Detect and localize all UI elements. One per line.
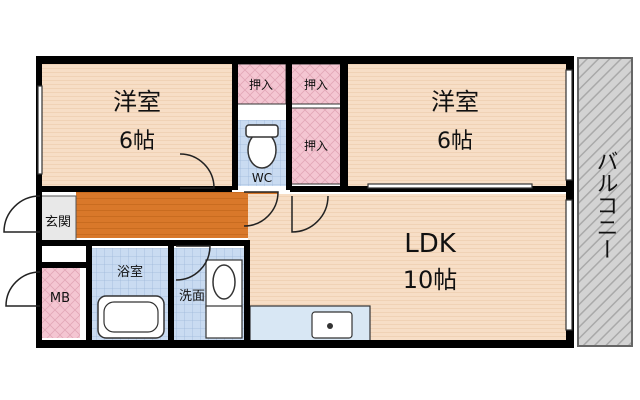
balcony-label: バルコニー bbox=[593, 150, 618, 260]
wash-room bbox=[172, 248, 246, 342]
ldk-room bbox=[248, 194, 566, 344]
entrance-label: 玄関 bbox=[45, 215, 71, 230]
meter-box-label: MB bbox=[50, 291, 70, 306]
closet-3-label: 押入 bbox=[304, 139, 328, 153]
western-room-left bbox=[40, 64, 234, 188]
doors bbox=[3, 153, 329, 307]
western-room-right-name: 洋室 bbox=[431, 88, 479, 116]
western-room-right-size: 6帖 bbox=[437, 129, 473, 154]
closet-2-label: 押入 bbox=[304, 78, 328, 92]
closet-1 bbox=[235, 63, 287, 105]
washroom-label: 洗面 bbox=[179, 289, 205, 304]
bath-room bbox=[92, 248, 168, 342]
toilet-room bbox=[238, 120, 286, 186]
bath-label: 浴室 bbox=[117, 264, 143, 280]
ldk-size: 10帖 bbox=[403, 266, 458, 294]
hallway bbox=[76, 192, 278, 238]
meter-box bbox=[40, 268, 80, 338]
toilet-label: WC bbox=[252, 171, 272, 185]
balcony bbox=[577, 57, 633, 347]
ldk-name: LDK bbox=[404, 229, 457, 259]
windows bbox=[37, 69, 573, 331]
western-room-right bbox=[346, 64, 566, 188]
western-room-left-size: 6帖 bbox=[119, 129, 155, 154]
western-room-left-name: 洋室 bbox=[113, 88, 161, 116]
closet-1-label: 押入 bbox=[249, 78, 273, 92]
